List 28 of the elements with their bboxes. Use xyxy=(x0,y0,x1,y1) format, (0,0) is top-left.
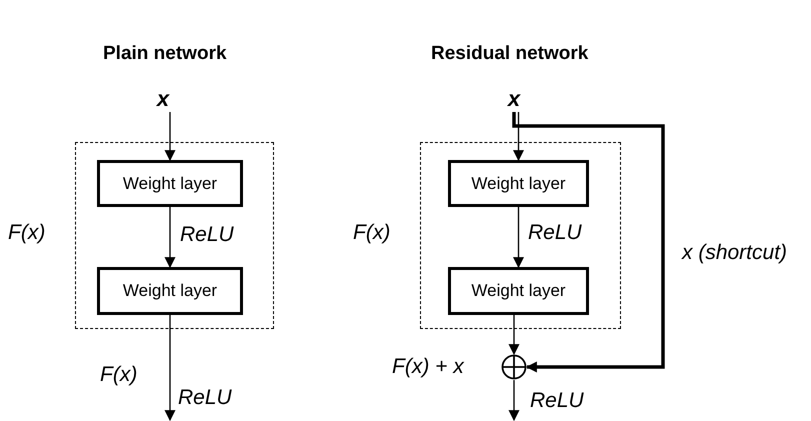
arrow xyxy=(164,315,176,421)
heading: Plain network xyxy=(103,44,227,63)
arrow xyxy=(512,112,665,372)
node-caption: F(x) + x xyxy=(392,356,464,377)
signal-label: F(x) xyxy=(100,364,138,385)
arrow xyxy=(164,207,176,268)
dashed-group-box xyxy=(8,142,274,329)
dashed-group-box xyxy=(353,142,621,329)
arrow xyxy=(508,315,520,356)
edge-label: ReLU xyxy=(530,390,584,411)
variable-label: x xyxy=(502,86,526,112)
arrow xyxy=(513,112,524,162)
edge-label: x (shortcut) xyxy=(682,242,788,263)
arrow xyxy=(513,207,524,268)
layer-box: Weight layer xyxy=(448,160,589,207)
group-label: F(x) xyxy=(353,222,390,243)
variable-label: x xyxy=(151,86,175,112)
arrow xyxy=(508,380,520,421)
edge-label: ReLU xyxy=(180,224,234,245)
layer-box: Weight layer xyxy=(448,267,589,315)
edge-label: ReLU xyxy=(178,387,232,408)
sum-circle xyxy=(501,354,527,380)
edge-label: ReLU xyxy=(528,222,582,243)
layer-box: Weight layer xyxy=(97,160,243,207)
arrow xyxy=(164,112,176,162)
group-label: F(x) xyxy=(8,222,46,243)
heading: Residual network xyxy=(431,44,588,63)
layer-box: Weight layer xyxy=(97,267,243,315)
